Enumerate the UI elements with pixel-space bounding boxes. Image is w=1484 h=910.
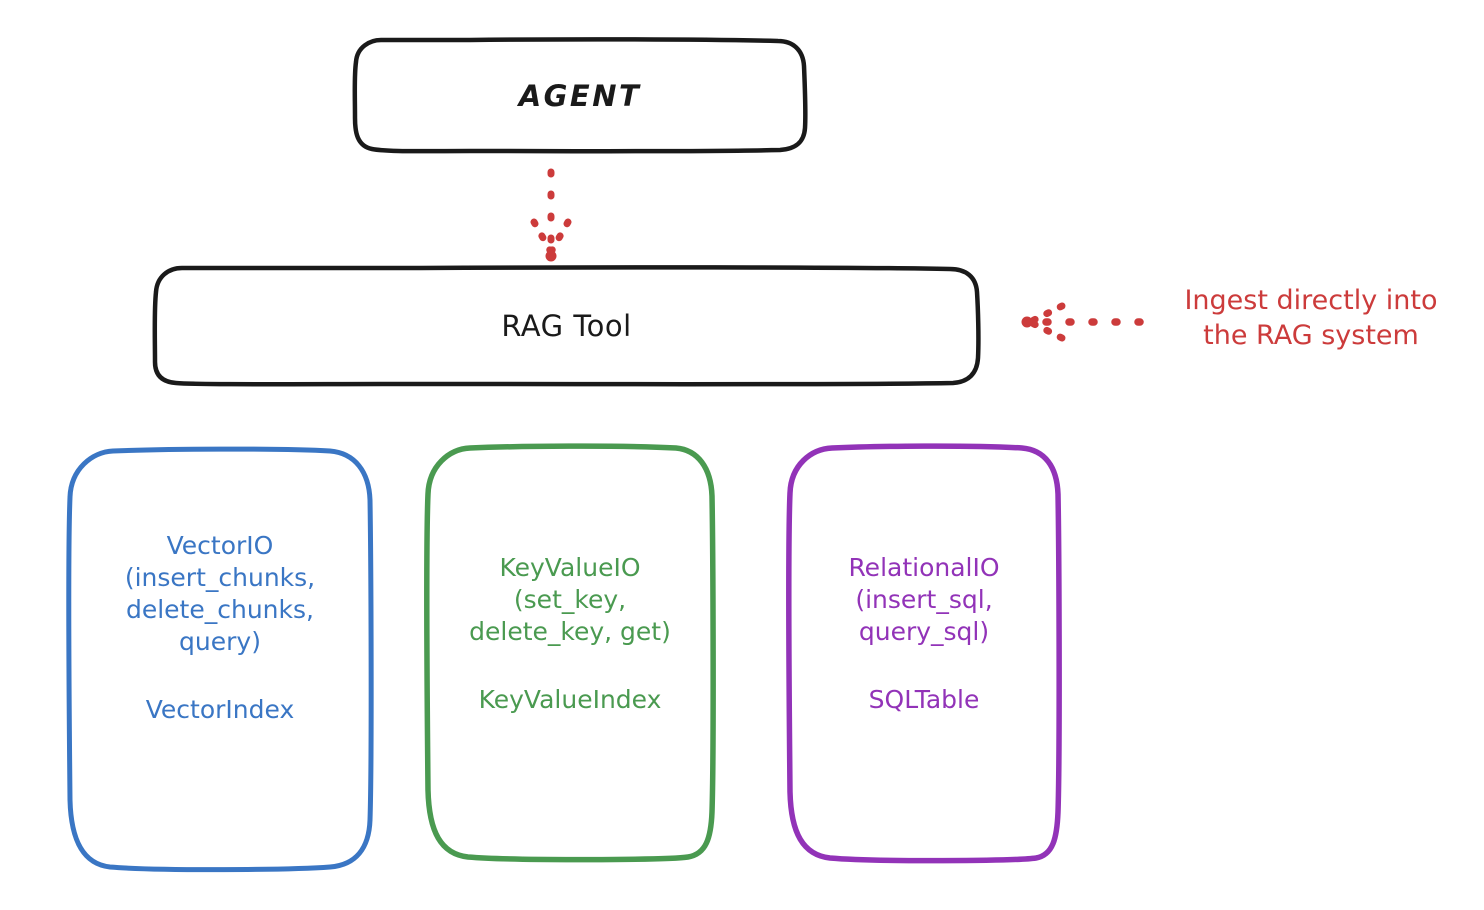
- vector-io-node[interactable]: VectorIO (insert_chunks, delete_chunks, …: [70, 530, 370, 726]
- relational-io-api-label: RelationalIO (insert_sql, query_sql): [848, 553, 1000, 646]
- relational-io-box[interactable]: [786, 443, 1062, 864]
- relational-io-node[interactable]: RelationalIO (insert_sql, query_sql) SQL…: [790, 552, 1058, 716]
- ingest-arrow: [1021, 302, 1144, 342]
- key-value-io-api-label: KeyValueIO (set_key, delete_key, get): [469, 553, 671, 646]
- key-value-io-index-label: KeyValueIndex: [478, 685, 662, 714]
- rag-tool-label: RAG Tool: [501, 309, 632, 343]
- vector-io-index-label: VectorIndex: [145, 695, 295, 724]
- agent-label: AGENT: [518, 78, 642, 113]
- key-value-io-box[interactable]: [424, 443, 716, 863]
- key-value-io-node[interactable]: KeyValueIO (set_key, delete_key, get) Ke…: [428, 552, 712, 716]
- agent-box[interactable]: [352, 37, 808, 154]
- agent-to-rag-arrow: [530, 168, 572, 262]
- ingest-annotation: Ingest directly into the RAG system: [1184, 285, 1438, 352]
- rag-tool-box[interactable]: [152, 265, 981, 387]
- vector-io-box[interactable]: [66, 446, 374, 873]
- agent-node[interactable]: AGENT: [355, 40, 805, 151]
- relational-io-index-label: SQLTable: [868, 685, 980, 714]
- rag-tool-node[interactable]: RAG Tool: [155, 268, 978, 384]
- vector-io-api-label: VectorIO (insert_chunks, delete_chunks, …: [124, 531, 316, 656]
